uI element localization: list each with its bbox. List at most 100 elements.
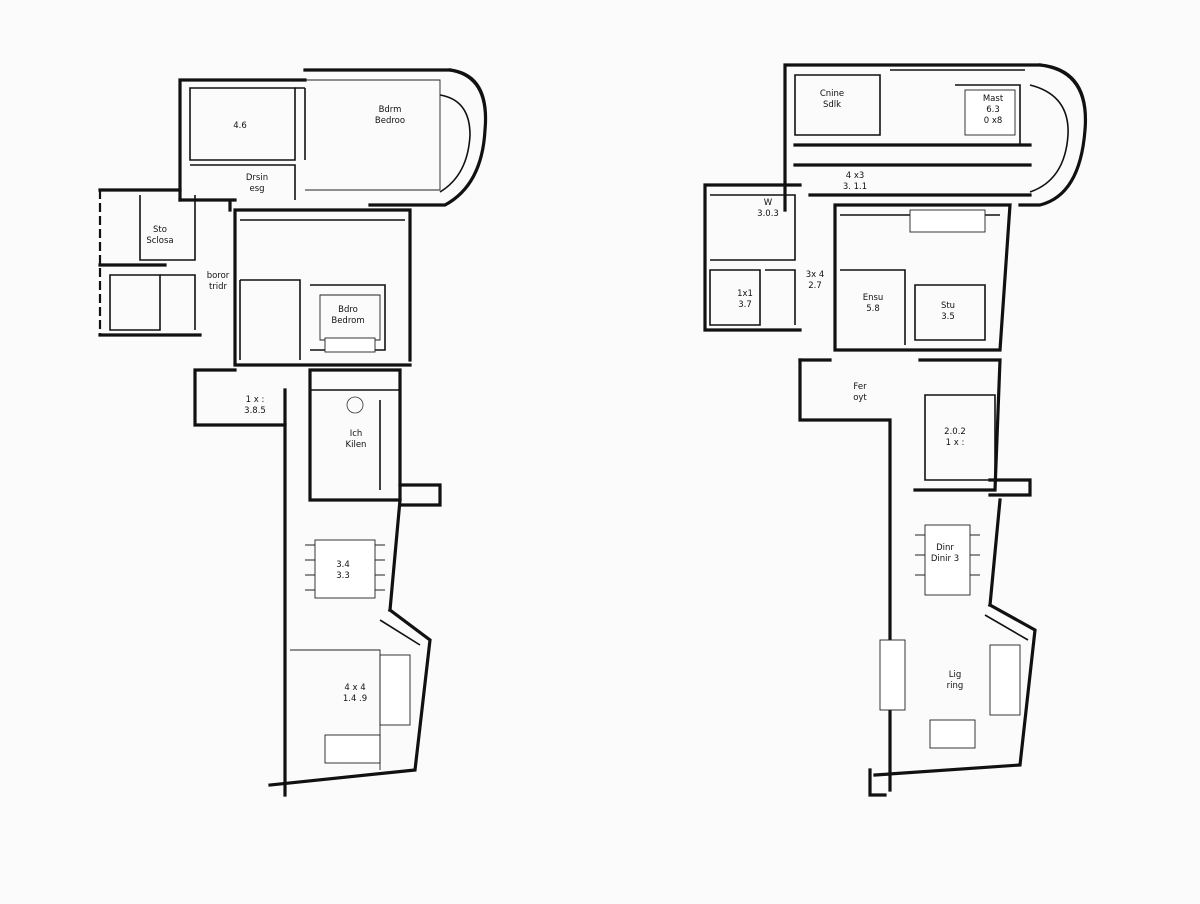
wall [178, 198, 237, 212]
furniture [324, 337, 376, 353]
wall [379, 619, 421, 646]
room-label-bedroom-c: Bdro [338, 305, 358, 315]
room-label-kitchen-dims: 2.0.2 [944, 427, 966, 437]
room-label-dining-dims: 3.4 [336, 560, 350, 570]
wall [914, 284, 986, 341]
room-label-bedroom-b-dims: 4.6 [233, 121, 247, 131]
wall [1029, 84, 1069, 193]
room-label-dressing: esg [249, 184, 264, 194]
room-label-wc-dims: 1x1 [737, 289, 753, 299]
wall [368, 68, 488, 207]
sofa [879, 639, 906, 711]
room-label-landing-dims: 4 x3 [846, 171, 865, 181]
wall [139, 195, 196, 261]
room-label-dining: Dinr [936, 543, 954, 553]
room-label-corridor: boror [207, 271, 230, 281]
wall [1018, 63, 1088, 207]
room-label-ensuite: Ensu [863, 293, 884, 303]
wall [398, 483, 442, 507]
room-label-kitchen: Ich [350, 429, 363, 439]
wall [988, 478, 1032, 497]
wall [178, 68, 452, 202]
wall [833, 203, 1012, 352]
room-label-storage: Sclosa [146, 236, 173, 246]
room-label-bedroom-a: Bedroo [375, 116, 405, 126]
dining-table [924, 524, 971, 596]
room-label-walk-in: 3.0.3 [757, 209, 779, 219]
wall [268, 607, 432, 787]
chairs [915, 534, 980, 576]
room-label-living: Lig [949, 670, 962, 680]
chairs [305, 544, 385, 591]
wall [868, 768, 887, 797]
wall [239, 219, 405, 360]
room-label-wardrobe: Sdlk [823, 100, 841, 110]
room-label-foyer: Fer [853, 382, 867, 392]
wall [319, 294, 381, 341]
wall [984, 614, 1029, 641]
sofa [989, 644, 1021, 716]
room-label-corridor: tridr [209, 282, 228, 292]
coffee-table [929, 719, 976, 749]
wall [310, 389, 400, 490]
room-label-wc-dims: 3.7 [738, 300, 752, 310]
room-label-master-bedroom: 0 x8 [984, 116, 1003, 126]
wall [913, 358, 1002, 492]
room-label-master-bedroom: 6.3 [986, 105, 1000, 115]
wall [189, 87, 296, 161]
wall [840, 214, 1000, 345]
room-label-hall-dims: 1 x : [246, 395, 265, 405]
plan-left [98, 68, 488, 797]
room-label-ensuite: 5.8 [866, 304, 880, 314]
room-label-dressing: Drsin [246, 173, 268, 183]
room-label-dining-dims: 3.3 [336, 571, 350, 581]
wall [233, 208, 412, 367]
wall [794, 74, 881, 136]
wall [295, 87, 306, 160]
room-label-walk-in: W [764, 198, 773, 208]
wall [873, 602, 1037, 777]
room-label-landing-dims: 3. 1.1 [843, 182, 867, 192]
room-label-study: Stu [941, 301, 955, 311]
room-label-master-bedroom: Mast [983, 94, 1004, 104]
room-label-storage: Sto [153, 225, 167, 235]
room-label-bedroom-c: Bedrom [331, 316, 364, 326]
room-label-kitchen: Kilen [346, 440, 367, 450]
sink [346, 396, 364, 414]
room-label-kitchen-dims: 1 x : [946, 438, 965, 448]
wall [709, 269, 796, 326]
wall [305, 79, 441, 191]
wall [193, 368, 287, 427]
room-label-foyer: oyt [853, 393, 867, 403]
room-label-bedroom-a: Bdrm [379, 105, 402, 115]
room-label-bath-dims: 2.7 [808, 281, 822, 291]
wall [290, 649, 381, 770]
room-label-hall-dims: 3.8.5 [244, 406, 266, 416]
wall [388, 498, 402, 612]
room-label-living-dims: 1.4 .9 [343, 694, 367, 704]
wall [798, 358, 892, 792]
room-label-wardrobe: Cnine [820, 89, 844, 99]
wall [783, 63, 1042, 212]
wall [988, 498, 1002, 607]
wall [109, 274, 161, 331]
wall [98, 188, 202, 337]
room-label-dining: Dinir 3 [931, 554, 959, 564]
room-label-bath-dims: 3x 4 [806, 270, 825, 280]
room-label-living-dims: 4 x 4 [344, 683, 365, 693]
sofa [909, 209, 986, 233]
dining-table [314, 539, 376, 599]
room-label-living: ring [947, 681, 964, 691]
bed [964, 89, 1016, 136]
wall [703, 183, 802, 332]
wall [793, 143, 1032, 167]
wall [190, 164, 296, 200]
wall [160, 274, 196, 330]
coffee-table [324, 734, 381, 764]
plan-right [703, 63, 1088, 797]
wall [710, 194, 796, 261]
